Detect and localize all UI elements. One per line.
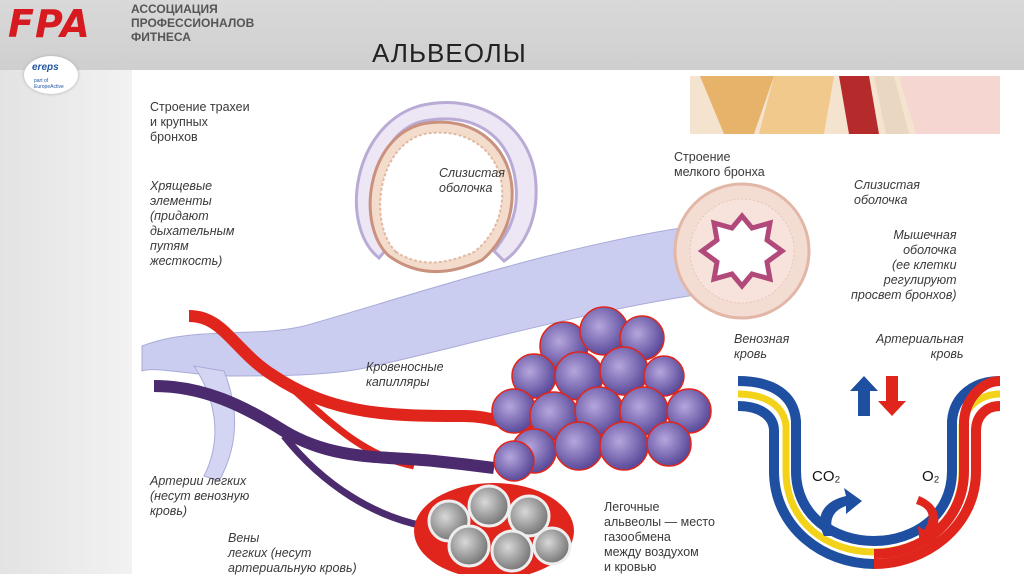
ereps-logo: ereps — [32, 62, 59, 73]
alveoli-cut-section — [414, 483, 574, 574]
down-arrow-icon — [878, 376, 906, 416]
venous-blood-label: Венозная кровь — [734, 332, 789, 362]
org-line: АССОЦИАЦИЯ — [131, 2, 254, 16]
diagram-illustration — [134, 76, 1024, 574]
arterial-blood-label: Артериальная кровь — [876, 332, 964, 362]
gas-exchange-diagram — [738, 376, 1000, 564]
small-bronchus-section — [675, 184, 809, 318]
org-line: ФИТНЕСА — [131, 30, 254, 44]
cartilage-label: Хрящевые элементы (придают дыхательным п… — [150, 179, 234, 269]
capillaries-label: Кровеносные капилляры — [366, 360, 444, 390]
muscular-layer-label: Мышечная оболочка (ее клетки регулируют … — [851, 228, 957, 303]
bronchus-branch — [194, 366, 235, 481]
co2-curved-arrow-icon — [820, 488, 862, 536]
org-line: ПРОФЕССИОНАЛОВ — [131, 16, 254, 30]
mucosa-label: Слизистая оболочка — [439, 166, 505, 196]
fpa-logo: FPA — [8, 2, 91, 46]
o2-label: O₂ — [922, 469, 940, 484]
slide-title: АЛЬВЕОЛЫ — [372, 38, 527, 69]
ereps-badge: ereps part of EuropeActive — [24, 56, 78, 94]
co2-label: CO₂ — [812, 469, 840, 484]
alveoli-diagram: CO₂ O₂ Строение трахеи и крупных бронхов… — [134, 76, 1024, 574]
ereps-sub: part of EuropeActive — [34, 78, 78, 90]
mucosa-right-label: Слизистая оболочка — [854, 178, 920, 208]
up-arrow-icon — [850, 376, 878, 416]
tissue-section — [690, 76, 1000, 134]
alveoli-label: Легочные альвеолы — место газообмена меж… — [604, 500, 715, 575]
alveoli-cluster — [492, 307, 711, 481]
veins-label: Вены легких (несут артериальную кровь) — [228, 531, 357, 576]
organization-name: АССОЦИАЦИЯ ПРОФЕССИОНАЛОВ ФИТНЕСА — [131, 2, 254, 44]
arteries-label: Артерии легких (несут венозную кровь) — [150, 474, 249, 519]
trachea-structure-label: Строение трахеи и крупных бронхов — [150, 100, 250, 145]
left-strip — [0, 70, 132, 574]
small-bronchus-label: Строение мелкого бронха — [674, 150, 765, 180]
